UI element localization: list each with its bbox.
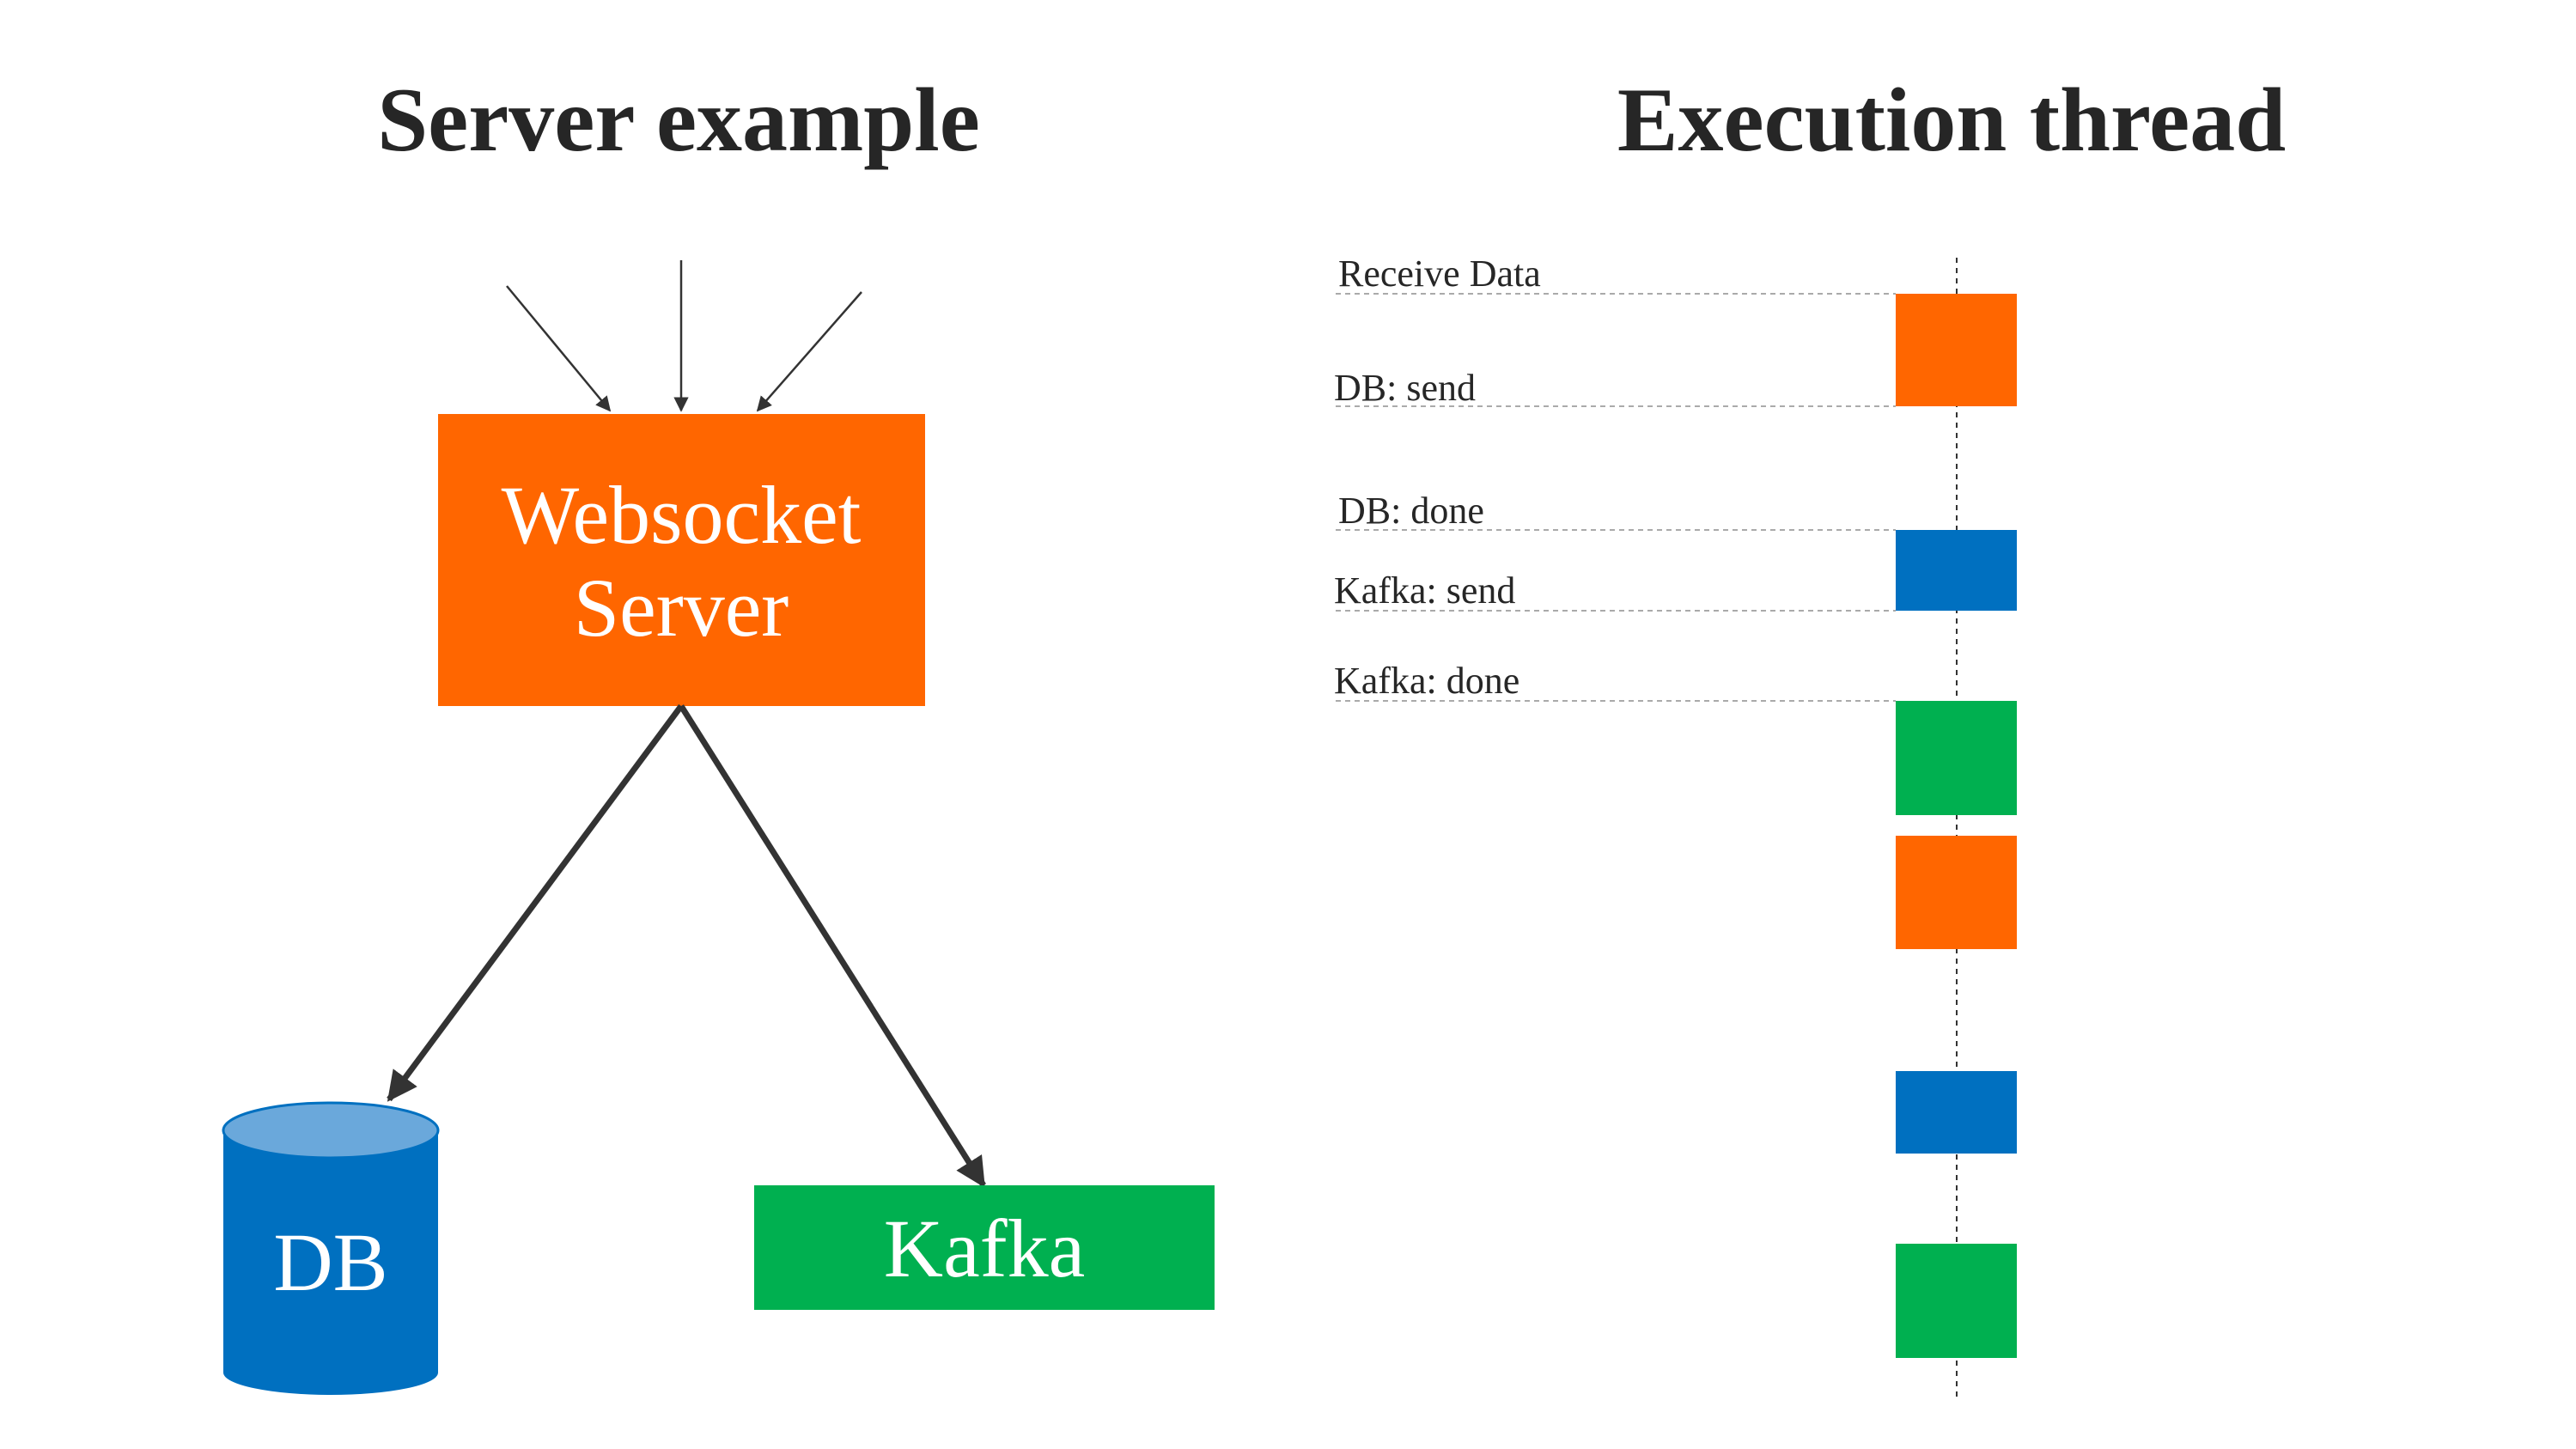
event-label-db-send: DB: send bbox=[1334, 367, 1476, 409]
left-title: Server example bbox=[377, 70, 980, 170]
event-label-kafka-done: Kafka: done bbox=[1334, 660, 1519, 702]
exec-block-green bbox=[1896, 701, 2017, 815]
kafka-label: Kafka bbox=[884, 1202, 1086, 1294]
exec-block-orange bbox=[1896, 294, 2017, 406]
event-label-receive-data: Receive Data bbox=[1338, 253, 1541, 295]
incoming-arrow-right bbox=[756, 291, 862, 412]
websocket-server-rect bbox=[438, 414, 925, 706]
db-cylinder-body bbox=[223, 1130, 438, 1373]
db-cylinder: DB bbox=[222, 1101, 440, 1395]
arrow-to-kafka bbox=[679, 704, 986, 1188]
right-title: Execution thread bbox=[1617, 70, 2286, 170]
db-cylinder-top bbox=[222, 1101, 440, 1160]
exec-block-blue bbox=[1896, 1071, 2017, 1154]
exec-block-blue bbox=[1896, 530, 2017, 611]
db-label: DB bbox=[273, 1216, 387, 1308]
exec-block-green bbox=[1896, 1244, 2017, 1358]
event-label-kafka-send: Kafka: send bbox=[1334, 569, 1515, 612]
arrow-to-db bbox=[387, 703, 684, 1102]
event-label-db-done: DB: done bbox=[1338, 490, 1484, 532]
db-cylinder-bottom bbox=[223, 1350, 438, 1395]
kafka-box: Kafka bbox=[754, 1185, 1215, 1310]
kafka-rect bbox=[754, 1185, 1215, 1310]
incoming-arrow-left bbox=[506, 285, 612, 412]
incoming-arrows bbox=[506, 260, 862, 412]
exec-block-orange bbox=[1896, 836, 2017, 949]
websocket-server-box: Websocket Server bbox=[438, 414, 925, 706]
websocket-server-label-line1: Websocket bbox=[502, 469, 862, 561]
websocket-server-label-line2: Server bbox=[574, 562, 789, 654]
execution-thread: Receive Data DB: send DB: done Kafka: se… bbox=[1334, 253, 2017, 1400]
